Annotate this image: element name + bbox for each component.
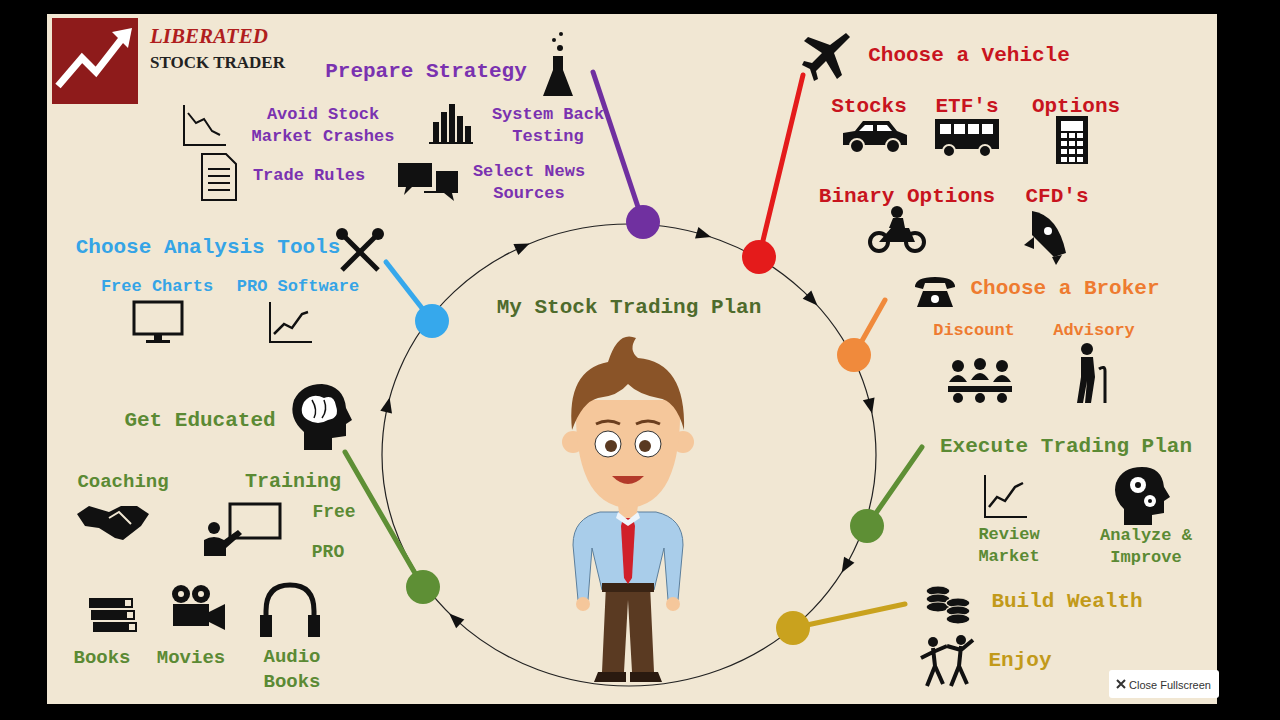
- monitor-icon: [134, 302, 182, 343]
- cycle-arrowhead: [863, 398, 878, 415]
- leader-line: [593, 72, 643, 222]
- label-text: Free Charts: [101, 276, 213, 298]
- bus-icon: [935, 119, 999, 157]
- presentation-icon: [204, 504, 280, 556]
- label-text: ETF's: [935, 93, 998, 120]
- label-text: Trade Rules: [253, 165, 365, 187]
- bar-chart-icon: [429, 104, 473, 144]
- telephone-icon: [915, 277, 955, 307]
- cycle-dot: [776, 611, 810, 645]
- close-icon: [1116, 679, 1126, 689]
- label-text: Select News Sources: [464, 161, 594, 205]
- movie-camera-icon: [172, 585, 225, 630]
- books-icon: [89, 598, 137, 632]
- speech-bubbles-icon: [398, 163, 458, 201]
- car-icon: [843, 121, 907, 153]
- label-text: Books: [73, 646, 130, 671]
- head-gears-icon: [1115, 467, 1170, 525]
- label-text: Analyze & Improve: [1086, 525, 1206, 569]
- cycle-arrowhead: [380, 396, 395, 413]
- group-icon: [948, 358, 1012, 403]
- label-text: Execute Trading Plan: [940, 433, 1192, 460]
- label-text: System Back Testing: [481, 104, 616, 148]
- label-text: PRO Software: [237, 276, 359, 298]
- label-text: Prepare Strategy: [325, 58, 527, 85]
- label-text: Review Market: [969, 524, 1049, 568]
- logo-text: LIBERATED: [150, 23, 268, 50]
- label-text: Enjoy: [988, 647, 1051, 674]
- software-chart-icon: [270, 302, 312, 342]
- label-text: Avoid Stock Market Crashes: [248, 104, 398, 148]
- cycle-dot: [415, 304, 449, 338]
- background: [47, 14, 1217, 704]
- label-text: Stocks: [831, 93, 907, 120]
- label-text: Choose a Broker: [970, 275, 1159, 302]
- label-text: Choose a Vehicle: [868, 42, 1070, 69]
- cycle-arrowhead: [445, 609, 464, 628]
- flask-icon: [543, 32, 573, 96]
- label-text: Build Wealth: [991, 588, 1142, 615]
- label-text: Binary Options: [819, 183, 995, 210]
- label-text: Audio Books: [257, 645, 327, 694]
- cycle-dot: [837, 338, 871, 372]
- cycle-arrowhead: [803, 291, 822, 310]
- leader-line: [793, 604, 905, 628]
- label-text: Free: [312, 501, 355, 524]
- brain-head-icon: [292, 384, 352, 450]
- logo-icon: [52, 18, 138, 104]
- handshake-icon: [77, 506, 149, 540]
- label-text: Discount: [933, 320, 1015, 342]
- logo-text: STOCK TRADER: [150, 52, 285, 74]
- label-text: Get Educated: [124, 407, 275, 434]
- cycle-dot: [406, 570, 440, 604]
- uptrend-chart-icon: [985, 475, 1027, 517]
- cycle-dot: [742, 240, 776, 274]
- button-label: Close Fullscreen: [1129, 679, 1211, 691]
- downtrend-chart-icon: [184, 105, 226, 145]
- calculator-icon: [1056, 116, 1088, 164]
- label-text: CFD's: [1025, 183, 1088, 210]
- airplane-icon: [802, 33, 850, 81]
- headphones-icon: [260, 585, 320, 637]
- label-text: Options: [1032, 93, 1120, 120]
- coins-icon: [926, 586, 970, 624]
- label-text: Training: [245, 469, 341, 495]
- cycle-arrowhead: [513, 238, 532, 255]
- leader-line: [759, 75, 803, 257]
- label-text: Choose Analysis Tools: [76, 234, 341, 261]
- label-text: PRO: [312, 541, 344, 564]
- document-icon: [202, 154, 236, 200]
- cycle-circle: [382, 224, 876, 686]
- cycle-arrowhead: [836, 557, 854, 576]
- diagram-title: My Stock Trading Plan: [497, 294, 762, 321]
- elder-icon: [1077, 343, 1105, 403]
- label-text: Movies: [157, 646, 225, 671]
- cartoon-man: [562, 336, 694, 682]
- motorbike-icon: [870, 206, 924, 251]
- dancers-icon: [921, 635, 973, 686]
- cycle-dot: [850, 509, 884, 543]
- label-text: Coaching: [77, 470, 168, 495]
- rocket-icon: [1024, 211, 1066, 265]
- cycle-arrowhead: [695, 227, 713, 243]
- close-button: Close Fullscreen: [1109, 670, 1219, 698]
- tools-icon: [336, 228, 384, 270]
- label-text: Advisory: [1053, 320, 1135, 342]
- cycle-dot: [626, 205, 660, 239]
- leader-line: [345, 452, 423, 587]
